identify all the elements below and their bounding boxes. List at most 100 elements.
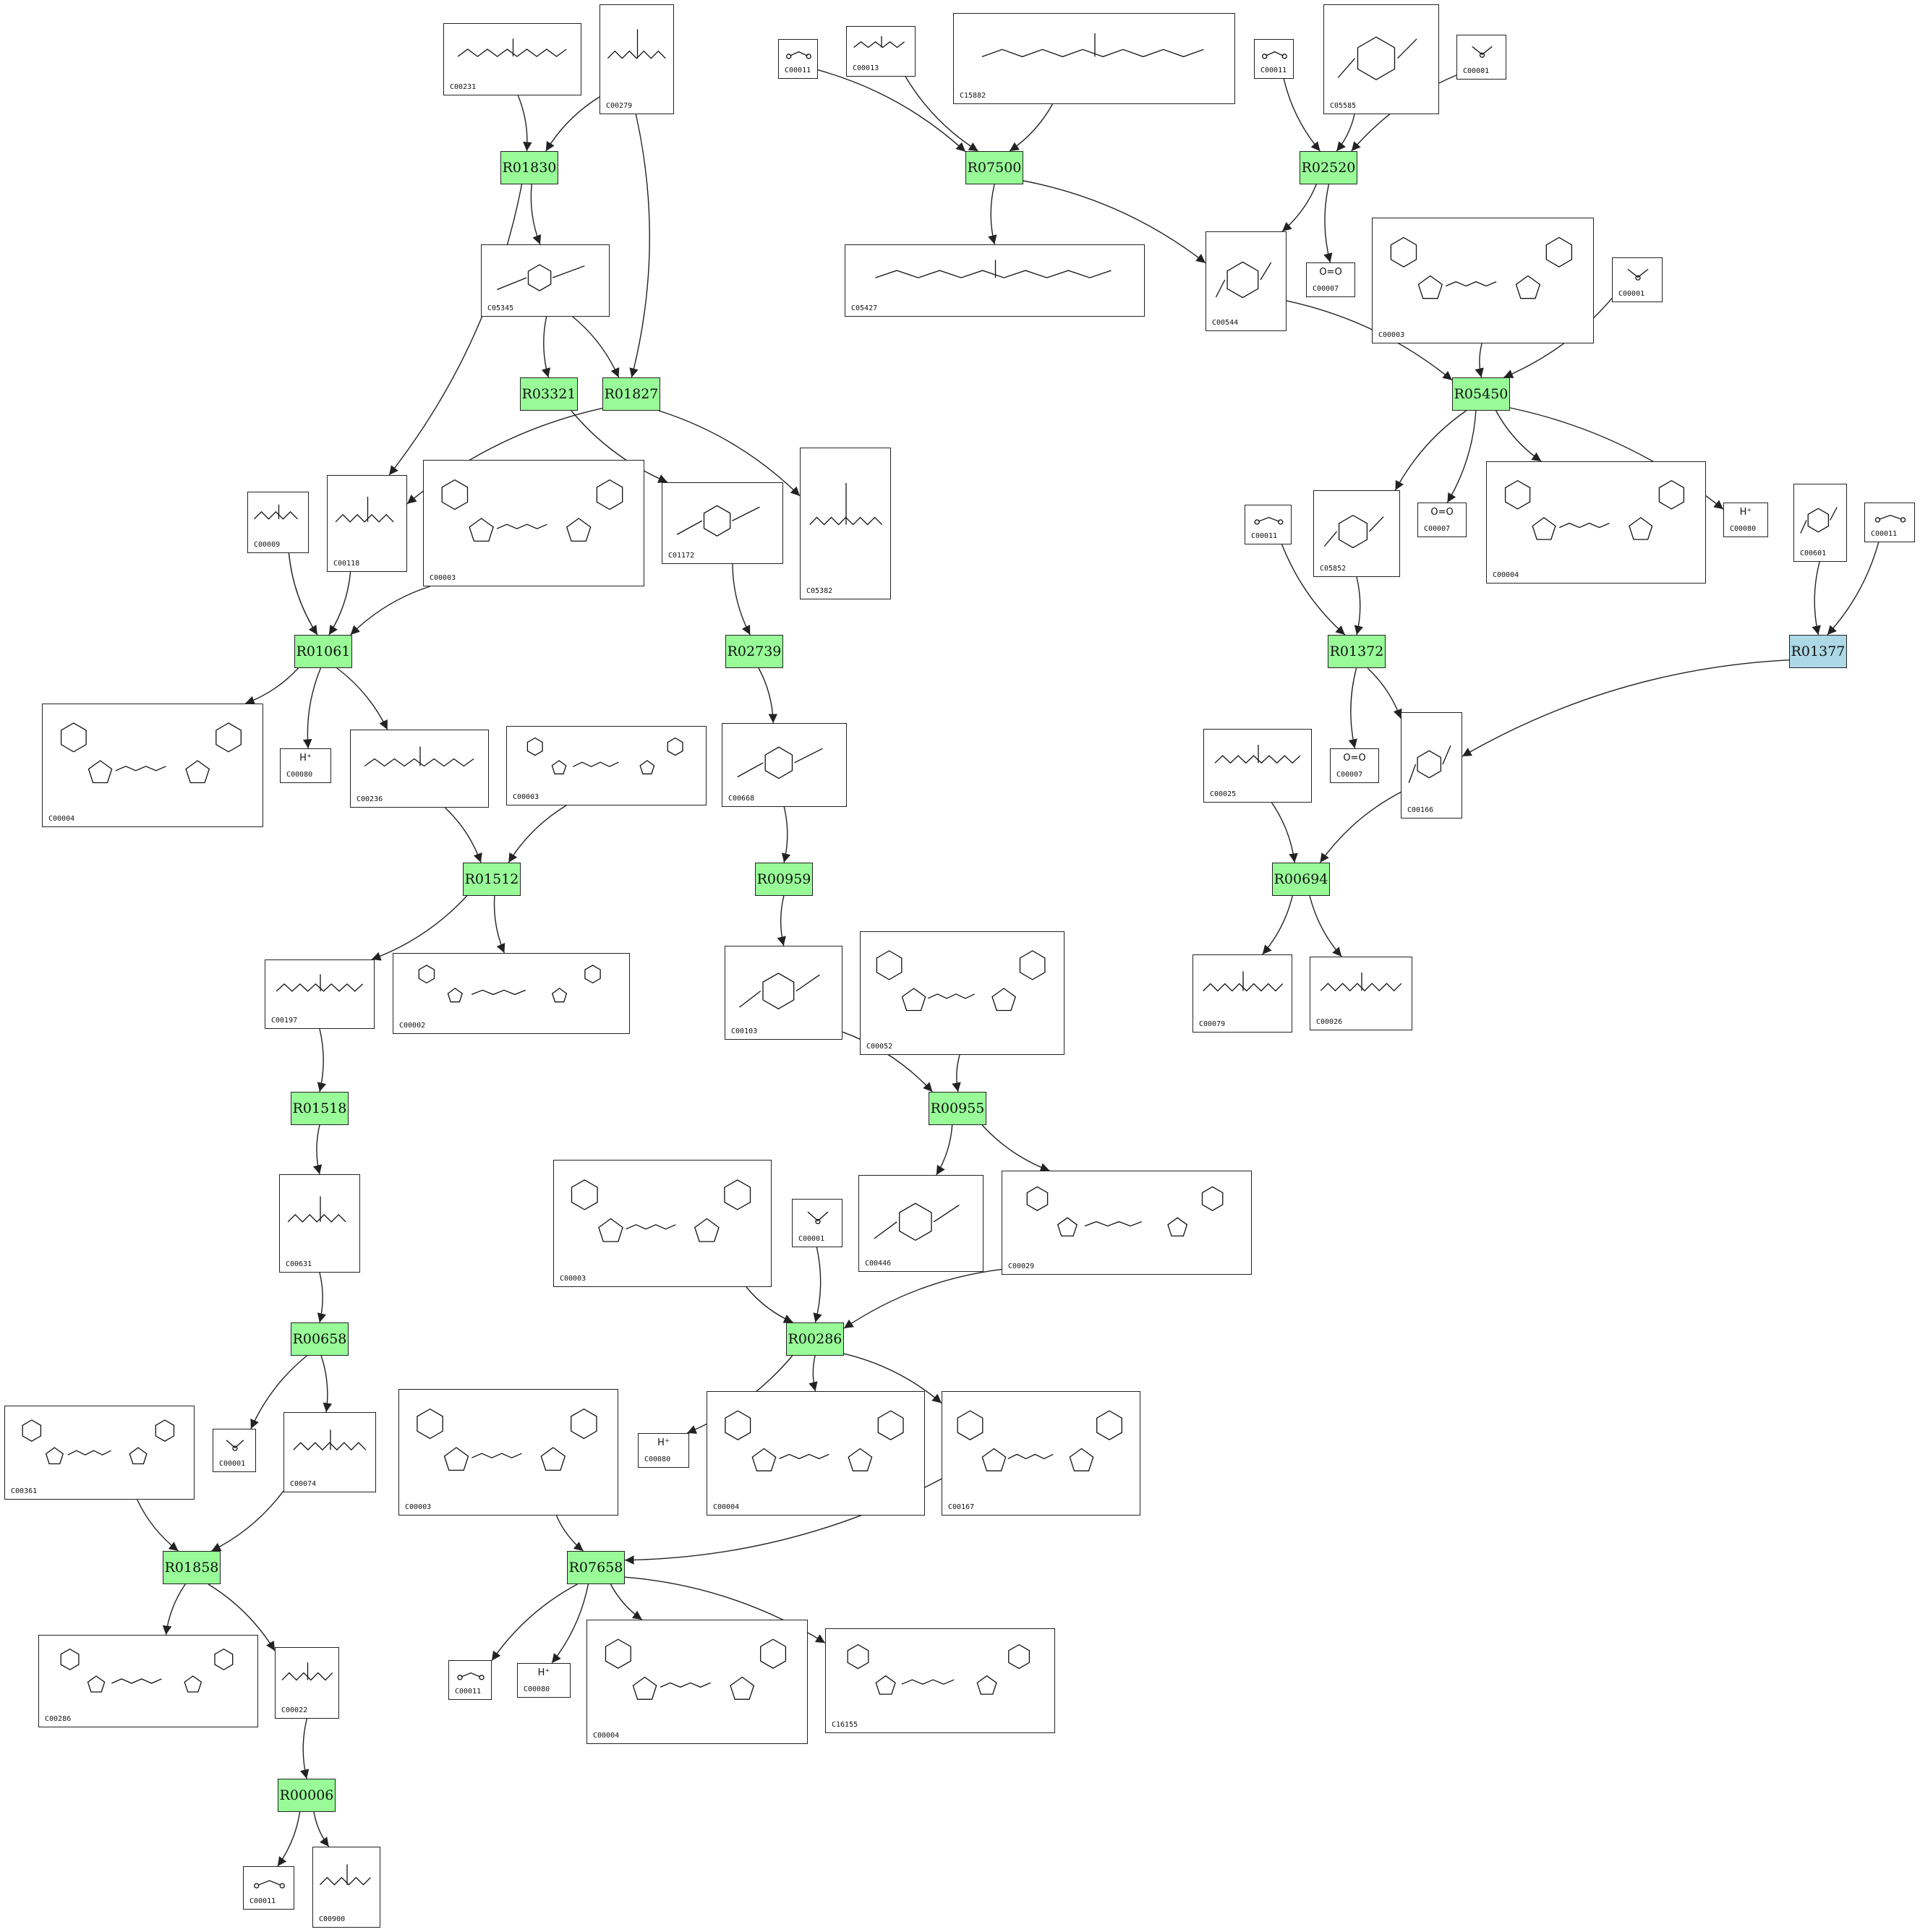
reaction-node-r02520[interactable]: R02520 [1300, 151, 1357, 184]
compound-node-c00080[interactable]: H⁺C00080 [638, 1433, 689, 1468]
compound-node-c00003[interactable]: C00003 [423, 460, 644, 586]
compound-node-c00286[interactable]: C00286 [38, 1635, 258, 1727]
compound-node-c00004[interactable]: C00004 [42, 704, 263, 827]
compound-node-c00052[interactable]: C00052 [860, 931, 1064, 1055]
structure-drawing [60, 722, 242, 784]
compound-node-c00011[interactable]: C00011 [778, 39, 818, 79]
reaction-node-r07500[interactable]: R07500 [965, 151, 1023, 184]
reaction-node-r00658[interactable]: R00658 [291, 1322, 349, 1356]
edge-arrow [1462, 659, 1790, 757]
compound-node-c00079[interactable]: C00079 [1192, 954, 1292, 1033]
structure-drawing [571, 1179, 751, 1242]
compound-node-c00004[interactable]: C00004 [707, 1391, 925, 1516]
compound-node-c00009[interactable]: C00009 [247, 492, 309, 553]
compound-node-c00001[interactable]: C00001 [1612, 257, 1663, 302]
edge-arrow [350, 586, 430, 636]
compound-node-c00197[interactable]: C00197 [265, 959, 375, 1029]
reaction-node-r01512[interactable]: R01512 [463, 863, 521, 896]
compound-node-c00003[interactable]: C00003 [398, 1389, 618, 1516]
compound-node-c00279[interactable]: C00279 [600, 4, 674, 114]
compound-node-c05345[interactable]: C05345 [481, 244, 610, 317]
compound-node-c00080[interactable]: H⁺C00080 [280, 748, 331, 783]
compound-node-c00003[interactable]: C00003 [506, 726, 707, 805]
structure-drawing [417, 1408, 597, 1471]
compound-node-c00446[interactable]: C00446 [858, 1175, 984, 1272]
compound-node-c00011[interactable]: C00011 [1864, 503, 1915, 542]
compound-node-c00001[interactable]: C00001 [792, 1199, 842, 1247]
edge-arrow [777, 895, 786, 946]
compound-id-label: C00197 [271, 1017, 298, 1025]
edge-arrow [244, 667, 299, 705]
compound-node-c00601[interactable]: C00601 [1793, 484, 1847, 562]
compound-node-c00668[interactable]: C00668 [722, 723, 847, 807]
compound-node-c00001[interactable]: C00001 [213, 1429, 256, 1472]
reaction-node-r01518[interactable]: R01518 [291, 1092, 349, 1125]
edge-arrow [545, 96, 600, 152]
compound-node-c00004[interactable]: C00004 [586, 1620, 808, 1744]
edge-arrow [1446, 410, 1477, 503]
reaction-node-r01858[interactable]: R01858 [163, 1551, 221, 1584]
compound-node-c00231[interactable]: C00231 [443, 23, 581, 95]
reaction-node-r01377[interactable]: R01377 [1789, 635, 1847, 668]
compound-node-c00003[interactable]: C00003 [553, 1160, 772, 1287]
compound-id-label: C00074 [290, 1480, 317, 1488]
edge-arrow [288, 552, 318, 636]
structure-drawing [875, 260, 1112, 278]
compound-node-c00003[interactable]: C00003 [1372, 218, 1594, 343]
compound-node-c05852[interactable]: C05852 [1313, 490, 1400, 577]
reaction-node-r00694[interactable]: R00694 [1272, 863, 1330, 896]
reaction-node-r00006[interactable]: R00006 [278, 1779, 336, 1812]
compound-node-c00004[interactable]: C00004 [1486, 461, 1706, 584]
reaction-node-r00286[interactable]: R00286 [786, 1322, 844, 1356]
compound-node-c00080[interactable]: H⁺C00080 [1723, 503, 1768, 537]
reaction-node-r00959[interactable]: R00959 [755, 863, 813, 896]
compound-id-label: C00001 [1463, 67, 1490, 75]
reaction-node-r00955[interactable]: R00955 [929, 1092, 986, 1125]
compound-node-c00011[interactable]: C00011 [243, 1866, 294, 1910]
compound-node-c00026[interactable]: C00026 [1310, 957, 1412, 1030]
compound-node-c00011[interactable]: C00011 [1245, 505, 1292, 544]
compound-node-c00167[interactable]: C00167 [942, 1391, 1140, 1516]
edge-arrow [746, 1286, 793, 1323]
compound-node-c00900[interactable]: C00900 [312, 1847, 380, 1928]
edge-arrow [1283, 78, 1321, 152]
compound-node-c05382[interactable]: C05382 [800, 448, 891, 599]
compound-node-c00544[interactable]: C00544 [1206, 231, 1287, 331]
compound-node-c05427[interactable]: C05427 [845, 244, 1145, 317]
compound-node-c00361[interactable]: C00361 [4, 1406, 195, 1500]
reaction-node-r01061[interactable]: R01061 [294, 635, 352, 668]
compound-node-c16155[interactable]: C16155 [825, 1628, 1055, 1733]
compound-node-c00013[interactable]: C00013 [846, 26, 916, 77]
compound-node-c00011[interactable]: C00011 [448, 1660, 492, 1700]
reaction-node-r03321[interactable]: R03321 [520, 377, 578, 411]
compound-node-c00001[interactable]: C00001 [1456, 35, 1506, 80]
compound-node-c00103[interactable]: C00103 [725, 946, 842, 1040]
compound-node-c00029[interactable]: C00029 [1002, 1171, 1252, 1275]
compound-symbol: H⁺ [1739, 506, 1752, 518]
compound-node-c15882[interactable]: C15882 [953, 13, 1235, 104]
compound-node-c00118[interactable]: C00118 [327, 475, 407, 572]
reaction-node-r01830[interactable]: R01830 [500, 151, 558, 184]
compound-node-c00011[interactable]: C00011 [1254, 39, 1294, 79]
edge-arrow [1495, 410, 1542, 462]
compound-node-c00166[interactable]: C00166 [1401, 712, 1462, 818]
compound-node-c00080[interactable]: H⁺C00080 [517, 1663, 571, 1698]
compound-node-c05585[interactable]: C05585 [1323, 4, 1439, 114]
reaction-node-r01827[interactable]: R01827 [602, 377, 660, 411]
compound-node-c00002[interactable]: C00002 [393, 953, 630, 1034]
edge-arrow [1336, 114, 1355, 152]
compound-node-c01172[interactable]: C01172 [662, 482, 783, 564]
compound-node-c00236[interactable]: C00236 [350, 730, 489, 808]
reaction-node-r05450[interactable]: R05450 [1452, 377, 1510, 411]
reaction-node-r07658[interactable]: R07658 [567, 1551, 625, 1584]
edge-arrow [136, 1499, 179, 1552]
reaction-node-r01372[interactable]: R01372 [1328, 635, 1386, 668]
compound-node-c00022[interactable]: C00022 [275, 1647, 339, 1719]
compound-node-c00631[interactable]: C00631 [279, 1174, 360, 1273]
compound-node-c00025[interactable]: C00025 [1203, 729, 1312, 803]
compound-node-c00074[interactable]: C00074 [283, 1412, 376, 1492]
reaction-node-r02739[interactable]: R02739 [725, 635, 783, 668]
